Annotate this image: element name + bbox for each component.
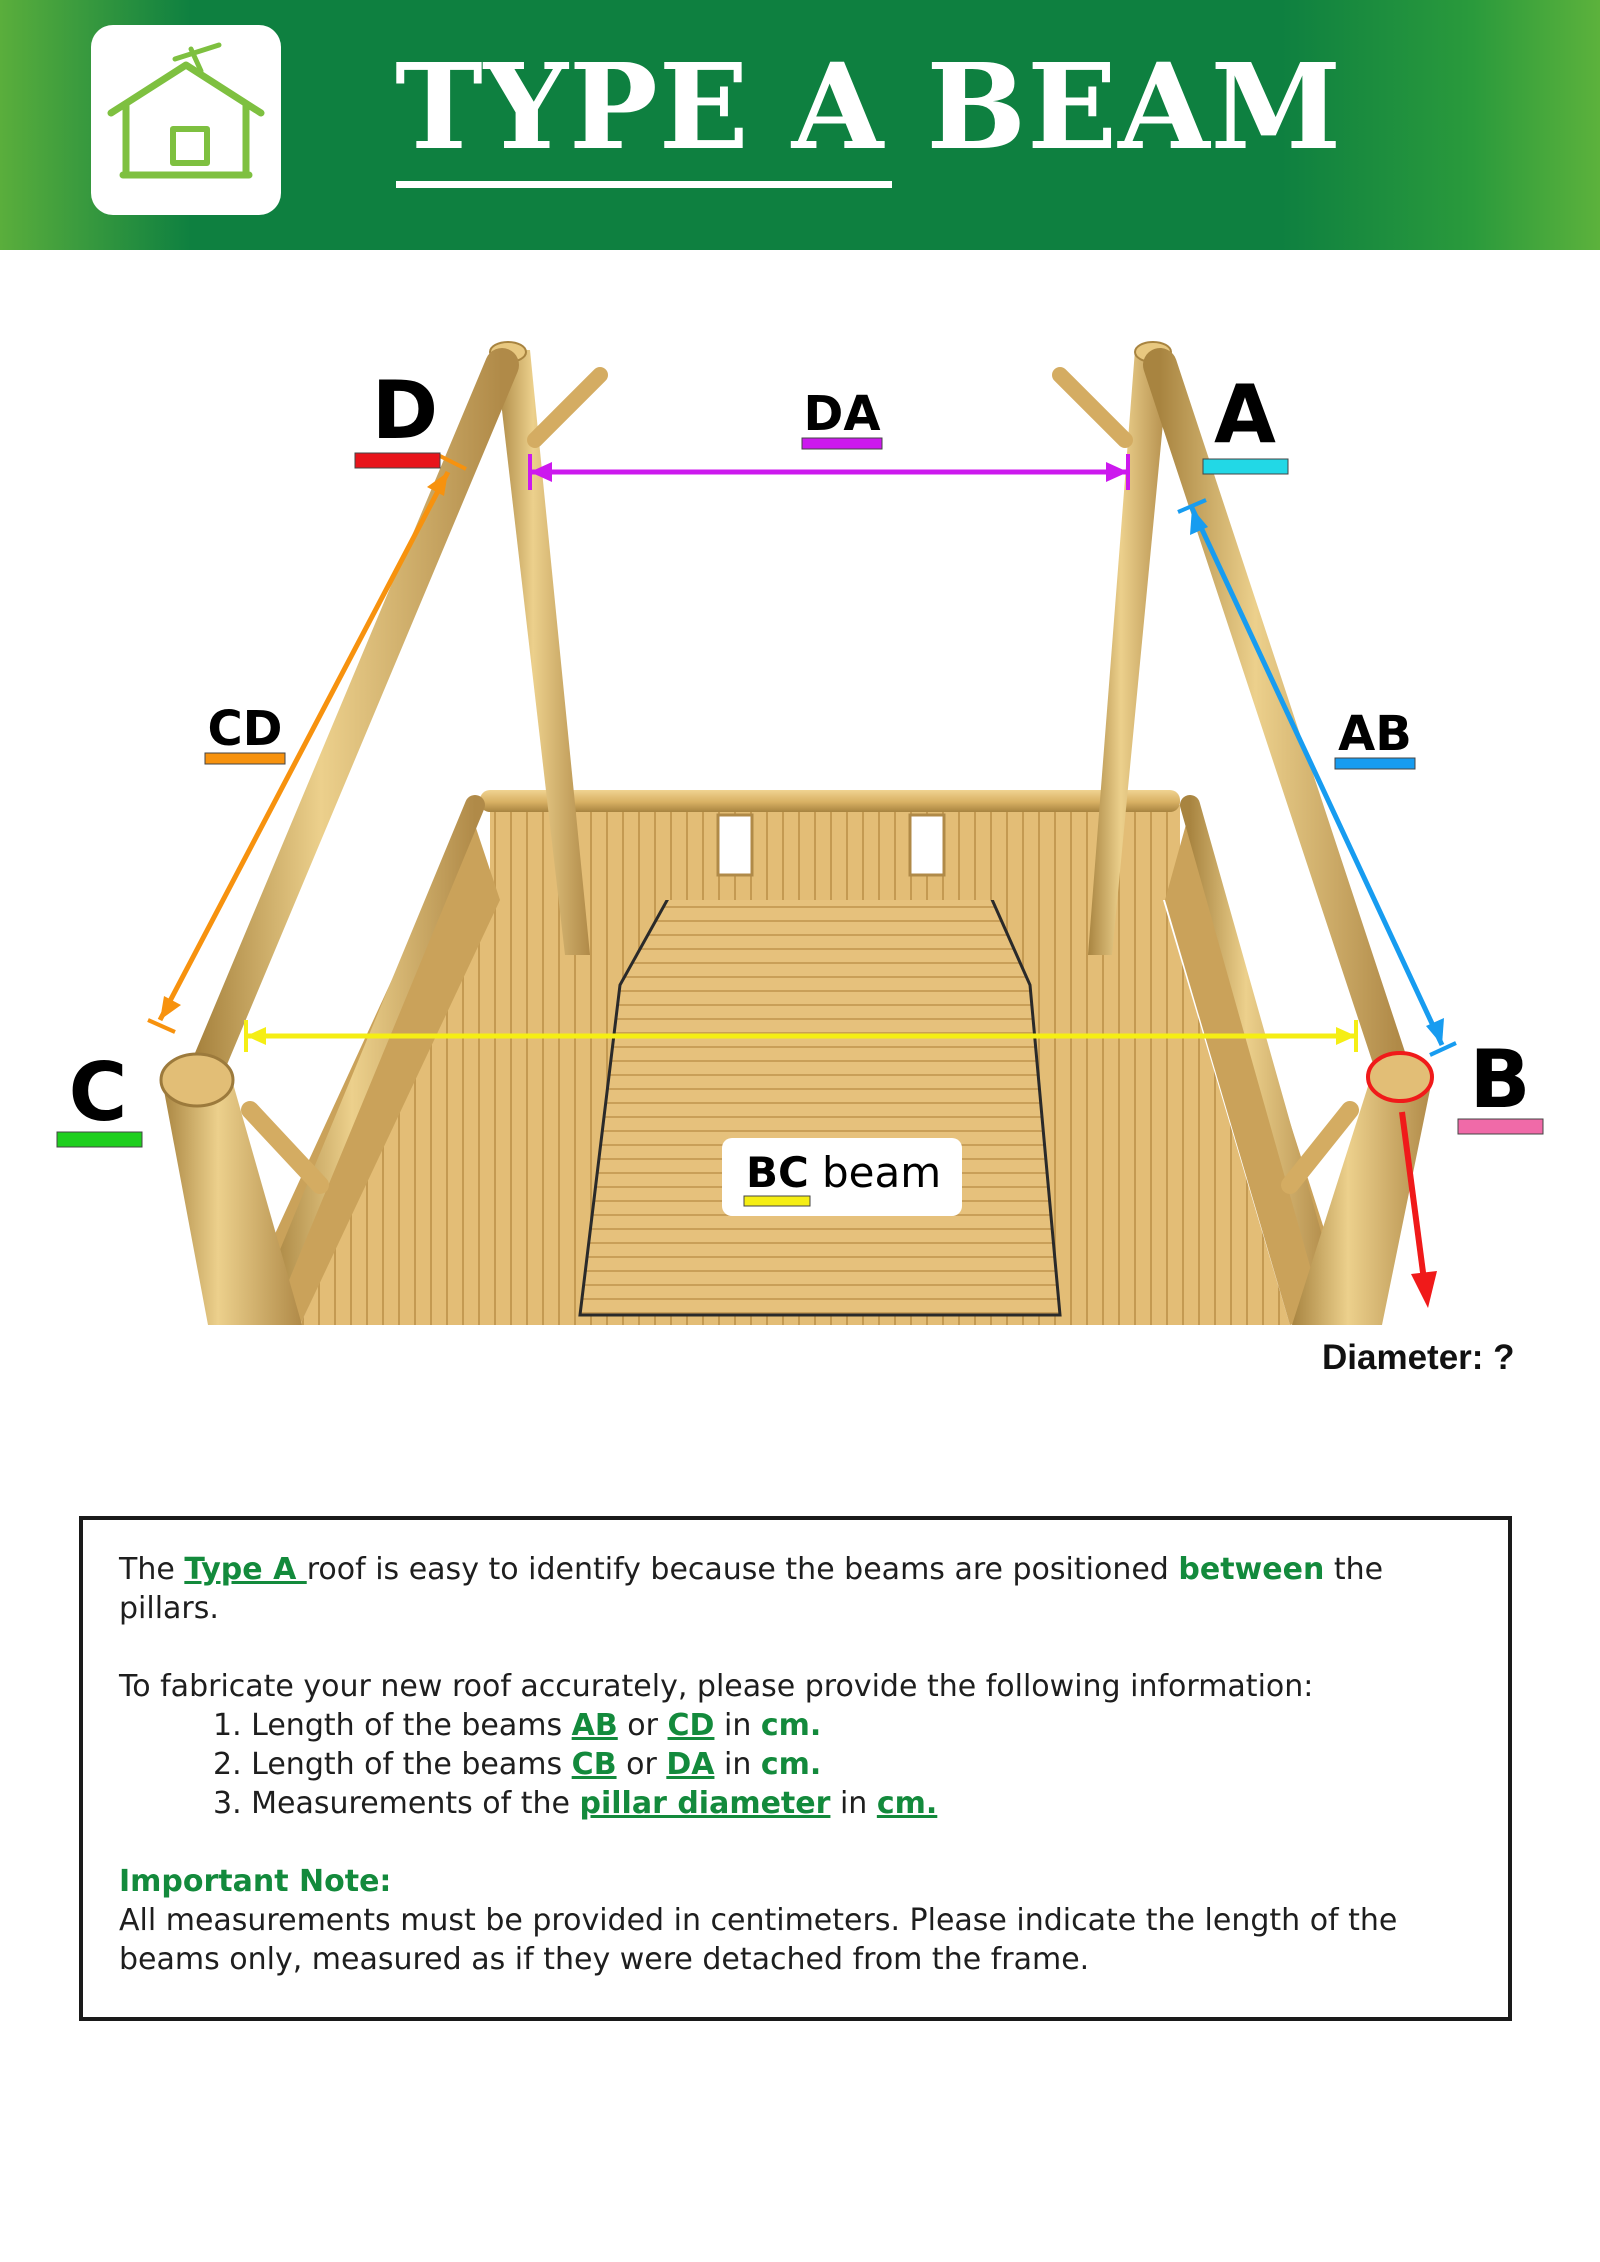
- bc-beam-word: beam: [822, 1148, 941, 1197]
- list-item: 1. Length of the beams AB or CD in cm.: [213, 1708, 822, 1743]
- dimension-arrow-bc: [244, 1020, 1358, 1052]
- dimension-arrow-cd: [147, 453, 467, 1034]
- dimension-swatch-cd: [204, 752, 286, 765]
- dimension-swatch-ab: [1334, 757, 1416, 770]
- side-railings: [240, 795, 1350, 1325]
- corner-swatch-c: [56, 1131, 143, 1148]
- diameter-label: Diameter: ?: [1322, 1338, 1515, 1377]
- list-item: 3. Measurements of the pillar diameter i…: [213, 1786, 938, 1821]
- header-banner: TYPE A BEAM: [0, 0, 1600, 250]
- back-railing: [480, 790, 1180, 900]
- dimension-arrow-da: [528, 454, 1130, 490]
- info-box: The Type A roof is easy to identify beca…: [79, 1516, 1512, 2021]
- corner-label-c: C: [69, 1046, 128, 1139]
- dimension-swatch-bc: [743, 1195, 811, 1207]
- front-pillars: [159, 1051, 1434, 1325]
- important-note-title: Important Note:: [119, 1864, 392, 1899]
- corner-swatch-d: [354, 452, 441, 469]
- bc-beam-code: BC: [746, 1148, 809, 1197]
- diameter-arrow: [1399, 1111, 1437, 1308]
- bamboo-hut-icon: [107, 42, 265, 179]
- important-note-text: All measurements must be provided in cen…: [119, 1903, 1398, 1977]
- side-beams: [183, 348, 1415, 1102]
- page-title: TYPE A BEAM: [395, 37, 1343, 176]
- title-underline: [396, 181, 892, 188]
- between-term: between: [1178, 1552, 1325, 1587]
- instructions-paragraph: To fabricate your new roof accurately, p…: [119, 1669, 1314, 1704]
- corner-swatch-a: [1202, 458, 1289, 475]
- logo: [91, 25, 281, 215]
- bc-beam-callout: BC beam: [722, 1138, 962, 1216]
- bamboo-frame-diagram: D A C B DA CD AB BC beam: [0, 250, 1600, 1400]
- type-a-term: Type A: [184, 1552, 307, 1587]
- requirements-list: 1. Length of the beams AB or CD in cm. 2…: [119, 1706, 1479, 1823]
- dimension-arrow-ab: [1177, 498, 1457, 1057]
- intro-paragraph: The Type A roof is easy to identify beca…: [119, 1552, 1384, 1626]
- dimension-label-ab: AB: [1338, 706, 1412, 762]
- list-item: 2. Length of the beams CB or DA in cm.: [213, 1747, 822, 1782]
- corner-label-a: A: [1214, 368, 1276, 461]
- top-beam-da: [512, 349, 1153, 448]
- dimension-label-da: DA: [804, 386, 881, 442]
- corner-label-b: B: [1470, 1033, 1531, 1126]
- corner-label-d: D: [372, 364, 438, 457]
- dimension-swatch-da: [801, 437, 883, 450]
- corner-swatch-b: [1457, 1118, 1544, 1135]
- dimension-label-cd: CD: [207, 701, 282, 757]
